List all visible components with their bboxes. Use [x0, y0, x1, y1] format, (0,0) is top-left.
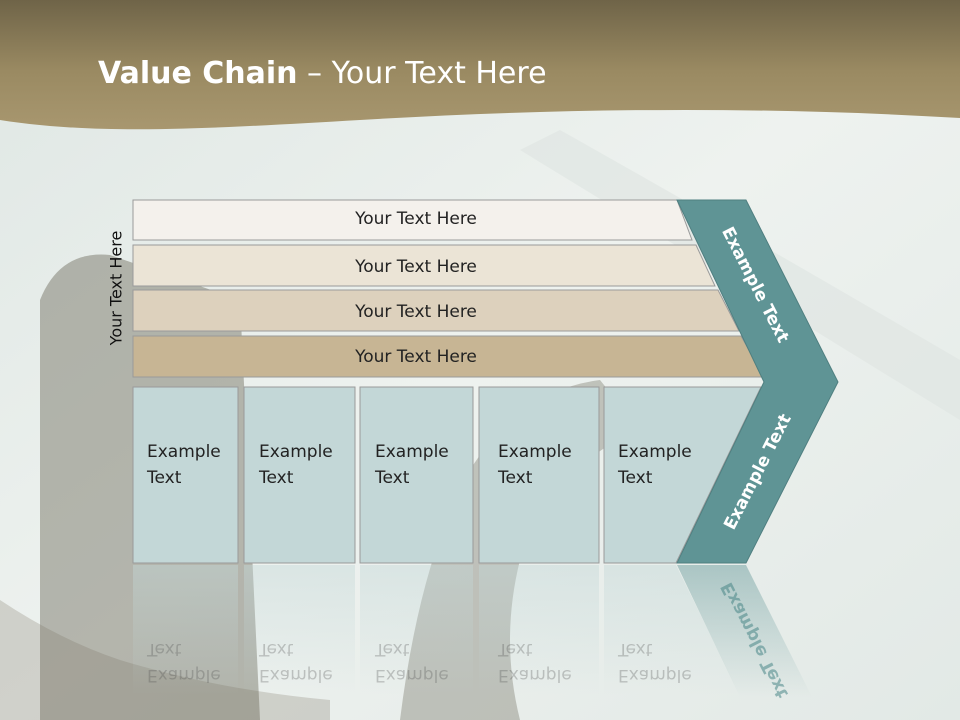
margin-chevron	[676, 199, 839, 564]
column-reflection	[133, 565, 238, 695]
column-label-line2: Text	[375, 468, 410, 488]
primary-column-4	[478, 386, 600, 564]
row-label: Your Text Here	[355, 347, 477, 367]
support-row-2	[132, 244, 716, 287]
column-label-line1: Example	[375, 442, 449, 462]
column-label-line2: Text	[259, 468, 294, 488]
support-row-3	[132, 289, 740, 332]
column-label-line1: Example	[498, 442, 572, 462]
column-label-line1: Example	[147, 442, 221, 462]
row-label: Your Text Here	[355, 209, 477, 229]
column-label-line2: Text	[147, 468, 182, 488]
column-label: Example Text	[259, 439, 333, 491]
column-reflection	[244, 565, 355, 695]
vertical-axis-label: Your Text Here	[106, 230, 126, 346]
primary-column-5	[603, 386, 762, 564]
column-label-line2: Text	[618, 468, 653, 488]
column-label-line1: Example	[618, 442, 692, 462]
chevron-reflection	[677, 565, 812, 697]
support-row-1	[132, 199, 693, 241]
column-label-line1: Example	[259, 442, 333, 462]
row-label: Your Text Here	[355, 257, 477, 277]
column-reflection	[479, 565, 599, 695]
title-bold: Value Chain	[98, 56, 298, 91]
page-title: Value Chain – Your Text Here	[98, 52, 547, 96]
primary-column-3	[359, 386, 474, 564]
column-reflection	[360, 565, 473, 695]
column-label: Example Text	[618, 439, 692, 491]
column-label-line2: Text	[498, 468, 533, 488]
primary-column-2	[243, 386, 356, 564]
column-label: Example Text	[498, 439, 572, 491]
row-label: Your Text Here	[355, 302, 477, 322]
column-label: Example Text	[147, 439, 221, 491]
title-rest: – Your Text Here	[297, 56, 547, 91]
column-reflection	[604, 565, 740, 695]
column-label: Example Text	[375, 439, 449, 491]
primary-column-1	[132, 386, 239, 564]
